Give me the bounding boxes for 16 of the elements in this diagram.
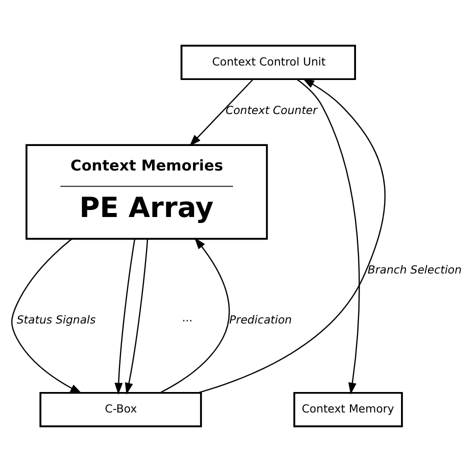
node-box: Context Memories PE Array: [26, 144, 268, 240]
arrow: [160, 238, 230, 394]
arrow: [189, 78, 254, 146]
edge-label: Status Signals: [16, 313, 96, 326]
label: ···: [182, 314, 193, 328]
arrow: [296, 78, 360, 394]
node-box: C-Box: [39, 392, 202, 428]
node-box: Context Memory: [293, 392, 403, 428]
edge-label: Predication: [229, 313, 292, 326]
arrow: [198, 78, 386, 394]
edge-label: Branch Selection: [368, 264, 462, 277]
arrow: [124, 238, 148, 395]
arrow: [11, 238, 82, 394]
node-box: Context Control Unit: [180, 44, 356, 80]
arrow: [114, 238, 136, 395]
edge-label: Context Counter: [226, 104, 318, 118]
